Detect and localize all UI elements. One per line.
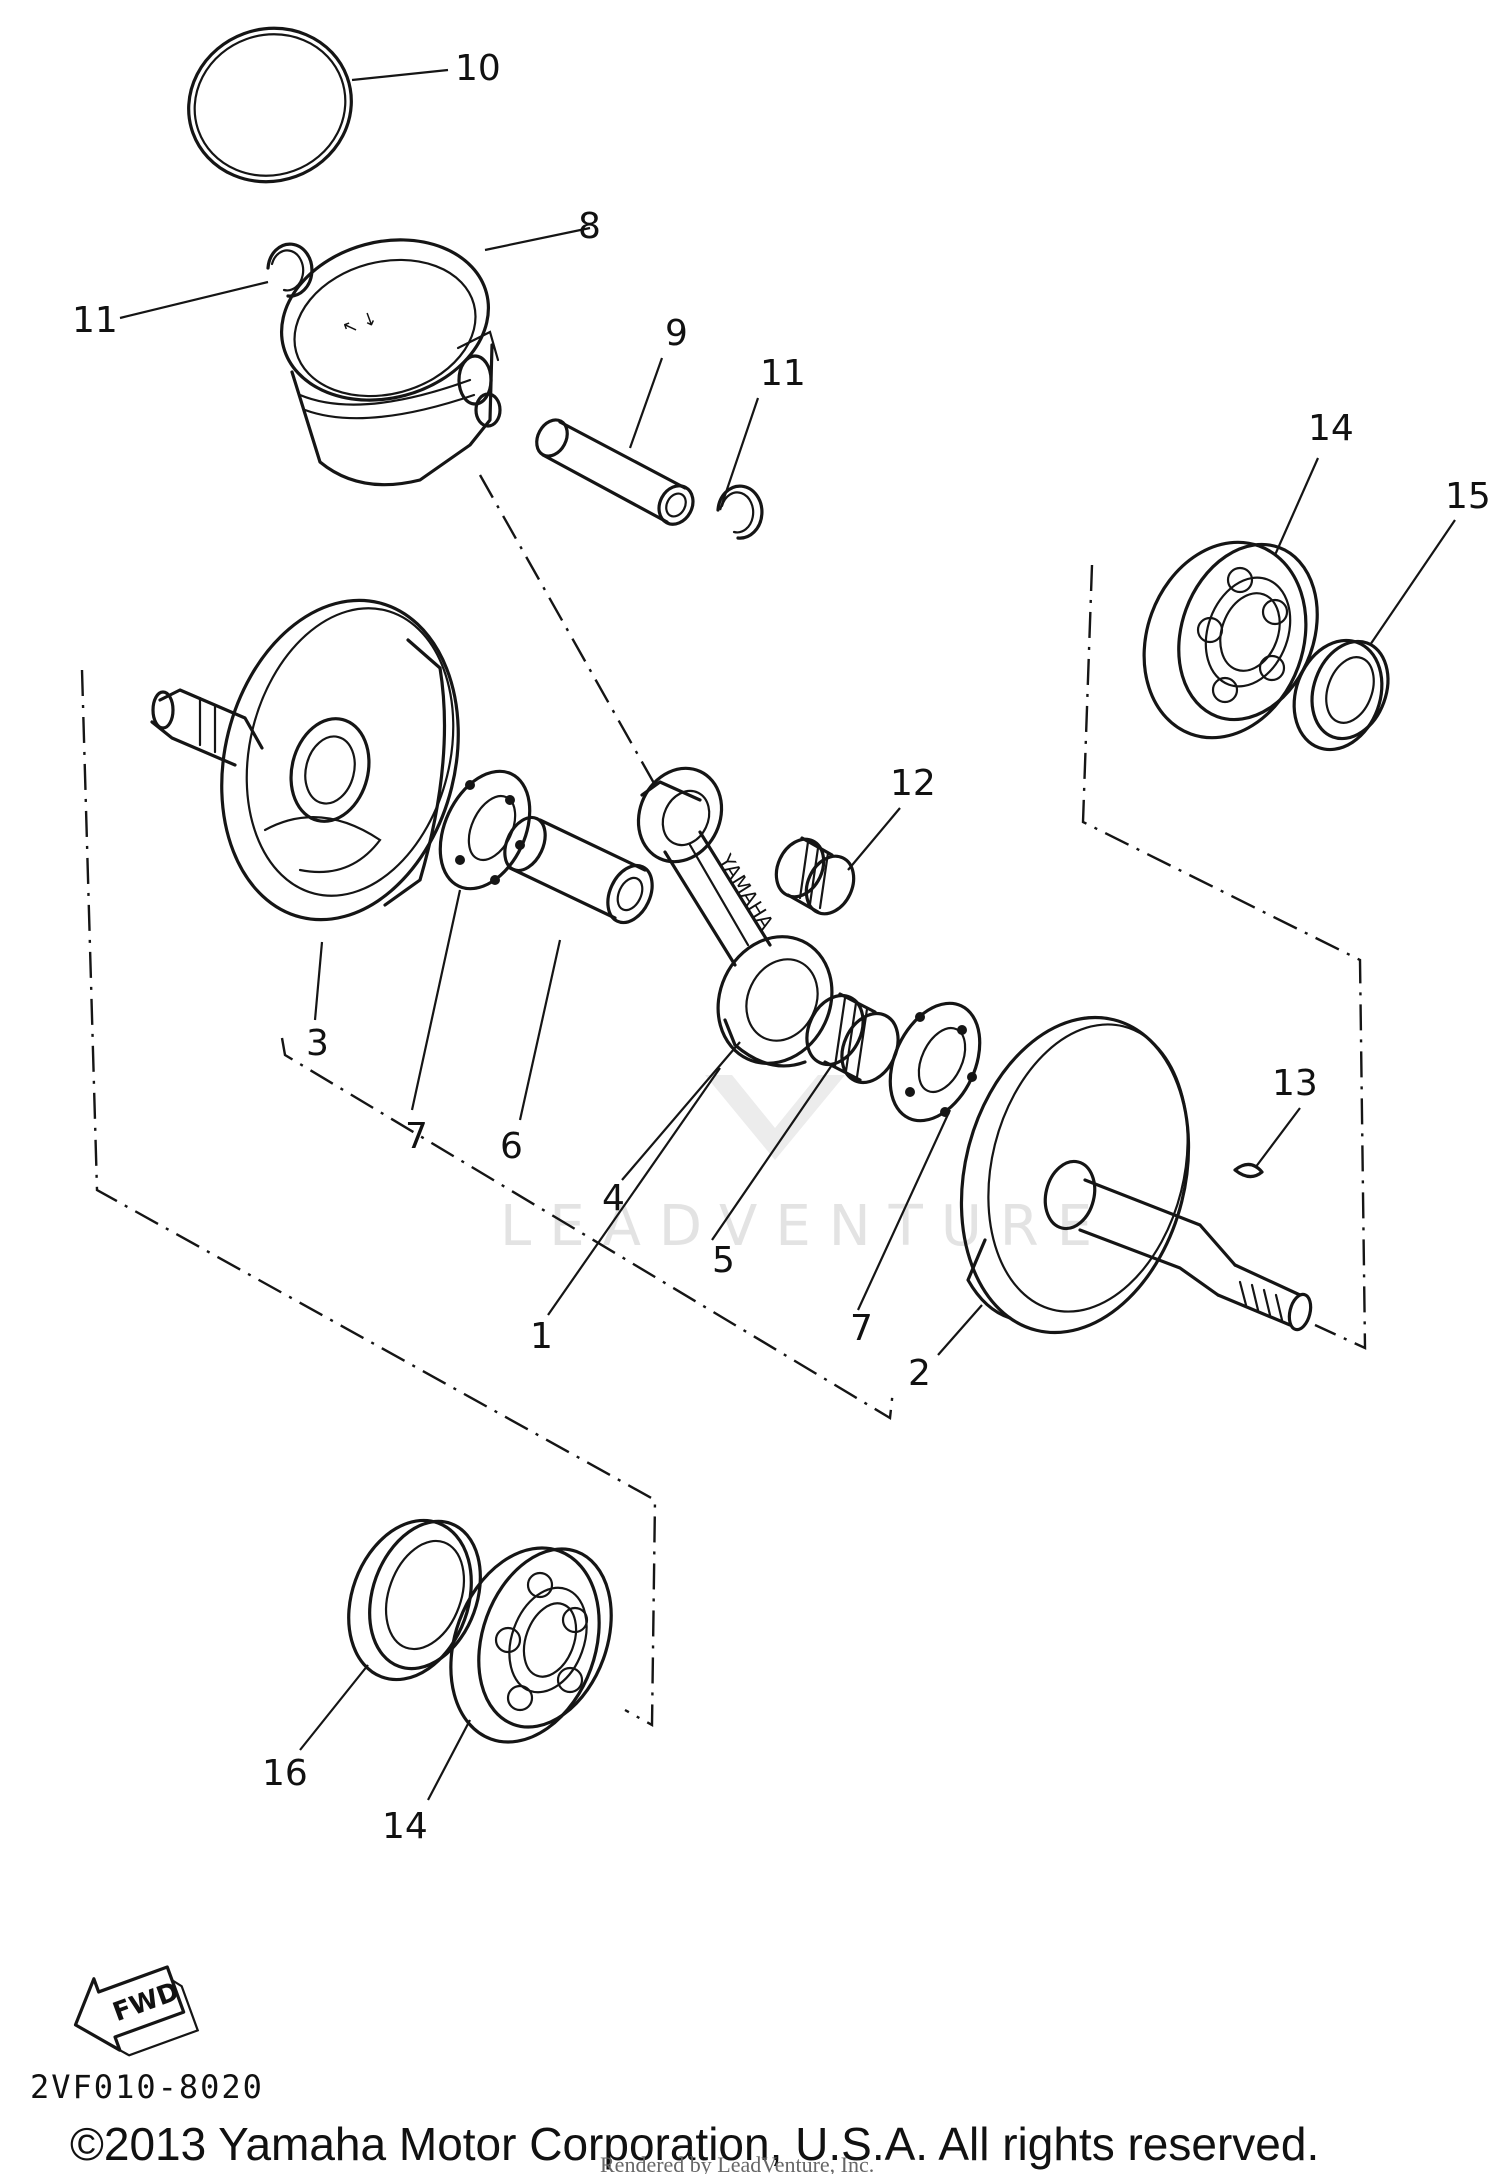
callout-12: 12 (890, 763, 936, 804)
woodruff-key (1233, 1162, 1264, 1179)
callout-11a: 11 (72, 300, 118, 341)
crank-washer-right (888, 1001, 982, 1123)
crankshaft-right-half (959, 1015, 1313, 1335)
callout-15: 15 (1445, 476, 1491, 517)
callout-14a: 14 (1308, 408, 1354, 449)
callout-11b: 11 (760, 353, 806, 394)
callout-4: 4 (602, 1178, 625, 1219)
piston-ring (187, 26, 353, 184)
callout-7b: 7 (850, 1308, 873, 1349)
rod-marking: YAMAHA (713, 849, 779, 934)
callout-5: 5 (712, 1240, 735, 1281)
leader-lines (119, 68, 1456, 1801)
callout-6: 6 (500, 1126, 523, 1167)
fwd-arrow-icon: FWD (73, 1965, 200, 2057)
callout-3: 3 (306, 1023, 329, 1064)
oil-seal-right (1292, 638, 1390, 752)
part-code: 2VF010-8020 (30, 2068, 264, 2106)
connecting-rod: YAMAHA (636, 766, 834, 1068)
watermark-text: LEADVENTURE (500, 1194, 1110, 1259)
circlip-right (716, 484, 764, 540)
piston-pin (535, 418, 695, 526)
callout-10: 10 (455, 48, 501, 89)
callout-7a: 7 (405, 1116, 428, 1157)
circlip-left (266, 242, 314, 298)
callout-8: 8 (578, 206, 601, 247)
callout-16: 16 (262, 1753, 308, 1794)
piston: ↖ ↓ (279, 238, 502, 487)
big-end-bearing (805, 992, 900, 1085)
svg-text:↖ ↓: ↖ ↓ (340, 308, 381, 340)
copyright-notice: ©2013 Yamaha Motor Corporation, U.S.A. A… (70, 2118, 1319, 2170)
callout-14b: 14 (382, 1806, 428, 1847)
small-end-bearing (774, 836, 856, 916)
callout-labels: 10 8 11 9 11 14 15 12 3 7 6 4 13 5 7 1 2… (72, 48, 1491, 1847)
rendered-by-notice: Rendered by LeadVenture, Inc. (600, 2152, 874, 2174)
bearing-lower (449, 1546, 613, 1744)
callout-13: 13 (1272, 1063, 1318, 1104)
callout-2: 2 (908, 1353, 931, 1394)
oil-seal-lower (347, 1518, 482, 1682)
crank-pin (503, 815, 654, 925)
bearing-right (1142, 540, 1319, 740)
callout-9: 9 (665, 313, 688, 354)
crankshaft-left-half (150, 598, 460, 922)
assembly-brackets (80, 474, 1367, 1728)
callout-1: 1 (530, 1316, 553, 1357)
